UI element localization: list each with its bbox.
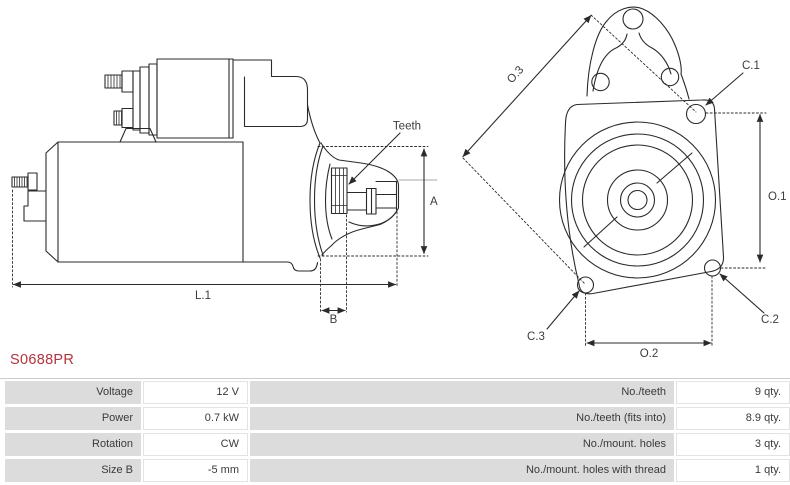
spec-value: 0.7 kW [143, 407, 248, 430]
mounting-flange [564, 99, 725, 295]
table-row: Power 0.7 kW No./teeth (fits into) 8.9 q… [0, 407, 790, 430]
technical-drawing: Teeth A L.1 B [11, 6, 787, 360]
top-hole [622, 8, 644, 30]
spec-label: Voltage [5, 381, 141, 404]
table-row: Rotation CW No./mount. holes 3 qty. [0, 433, 790, 456]
right-ear-hole [660, 67, 680, 87]
dim-label-o2: O.2 [640, 348, 659, 360]
pinion-gear [330, 167, 348, 215]
bell-housing [586, 6, 690, 100]
front-dimensions: O.3 C.1 O.1 C.2 C.3 O.2 [462, 14, 787, 360]
spec-label: No./mount. holes with thread [250, 459, 674, 482]
side-dimensions: Teeth A L.1 B [12, 121, 438, 326]
dim-label-b: B [330, 314, 338, 326]
dim-label-teeth: Teeth [393, 121, 421, 133]
drive-end-housing [306, 104, 400, 259]
dim-label-o1: O.1 [768, 191, 787, 203]
motor-body [45, 141, 244, 263]
dim-label-c1: C.1 [742, 60, 760, 72]
motor-face-circles [558, 121, 717, 279]
divider [0, 378, 790, 379]
spec-value: -5 mm [143, 459, 248, 482]
table-row: Voltage 12 V No./teeth 9 qty. [0, 381, 790, 404]
spec-label: No./mount. holes [250, 433, 674, 456]
table-row: Size B -5 mm No./mount. holes with threa… [0, 459, 790, 482]
solenoid [104, 58, 234, 143]
shaft [346, 180, 398, 215]
dim-label-c2: C.2 [761, 314, 779, 326]
left-ear-hole [591, 72, 610, 92]
spec-value: 12 V [143, 381, 248, 404]
rear-stud [11, 172, 47, 222]
part-number: S0688PR [10, 352, 75, 368]
spec-label: Size B [5, 459, 141, 482]
mount-hole-c1 [685, 103, 707, 125]
spec-value: 8.9 qty. [676, 407, 790, 430]
mount-hole-c3 [576, 276, 595, 294]
spec-label: No./teeth (fits into) [250, 407, 674, 430]
side-view: Teeth A L.1 B [11, 58, 438, 326]
dim-label-a: A [430, 196, 438, 208]
spec-table: Voltage 12 V No./teeth 9 qty. Power 0.7 … [0, 381, 790, 485]
spec-value: 9 qty. [676, 381, 790, 404]
front-view: O.3 C.1 O.1 C.2 C.3 O.2 [462, 6, 787, 360]
spec-value: 1 qty. [676, 459, 790, 482]
dim-label-l1: L.1 [195, 290, 211, 302]
spec-value: 3 qty. [676, 433, 790, 456]
spec-value: CW [143, 433, 248, 456]
dim-label-c3: C.3 [527, 331, 545, 343]
spec-label: Rotation [5, 433, 141, 456]
spec-label: No./teeth [250, 381, 674, 404]
dim-label-o3: O.3 [505, 64, 526, 86]
body-foot [242, 261, 319, 272]
mount-hole-c2 [703, 259, 722, 277]
drive-bracket [232, 59, 309, 128]
spec-label: Power [5, 407, 141, 430]
